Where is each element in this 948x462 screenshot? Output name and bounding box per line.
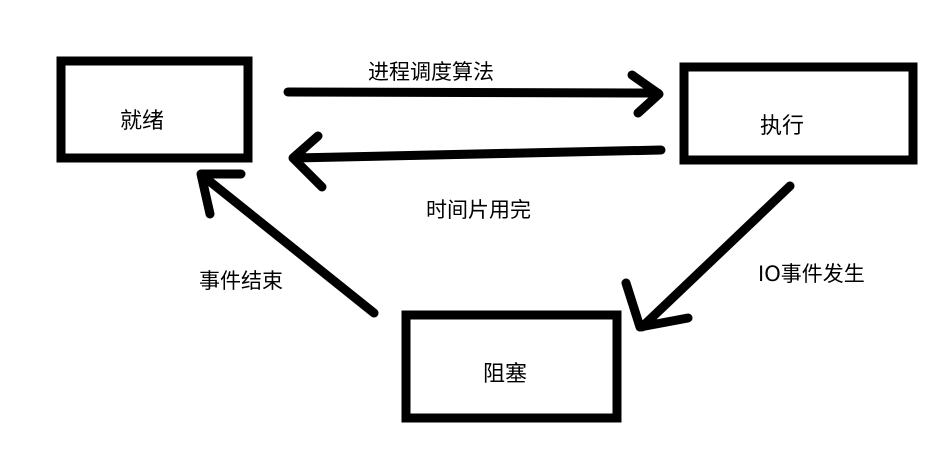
edge-ready-to-running: 进程调度算法 (283, 60, 664, 118)
ready-state-label: 就绪 (120, 109, 164, 134)
arrow-ready-to-running (283, 70, 664, 118)
arrow-running-to-blocked (621, 181, 795, 332)
running-state-label: 执行 (760, 114, 804, 139)
edge-running-to-ready-label: 时间片用完 (426, 198, 531, 222)
edge-blocked-to-ready-label: 事件结束 (199, 269, 283, 293)
edge-running-to-blocked: IO事件发生 (621, 181, 865, 332)
edge-blocked-to-ready: 事件结束 (196, 169, 379, 318)
blocked-state-node: 阻塞 (401, 310, 622, 423)
running-state-node: 执行 (679, 62, 918, 165)
running-state-box (679, 62, 918, 165)
blocked-state-box (401, 310, 622, 423)
edge-running-to-ready: 时间片用完 (288, 131, 666, 222)
arrow-blocked-to-ready (196, 169, 379, 318)
blocked-state-label: 阻塞 (483, 362, 527, 387)
ready-state-box (56, 56, 253, 163)
arrow-running-to-ready (288, 131, 666, 192)
edge-running-to-blocked-label: IO事件发生 (758, 262, 865, 286)
ready-state-node: 就绪 (56, 56, 253, 163)
edge-ready-to-running-label: 进程调度算法 (368, 60, 494, 84)
